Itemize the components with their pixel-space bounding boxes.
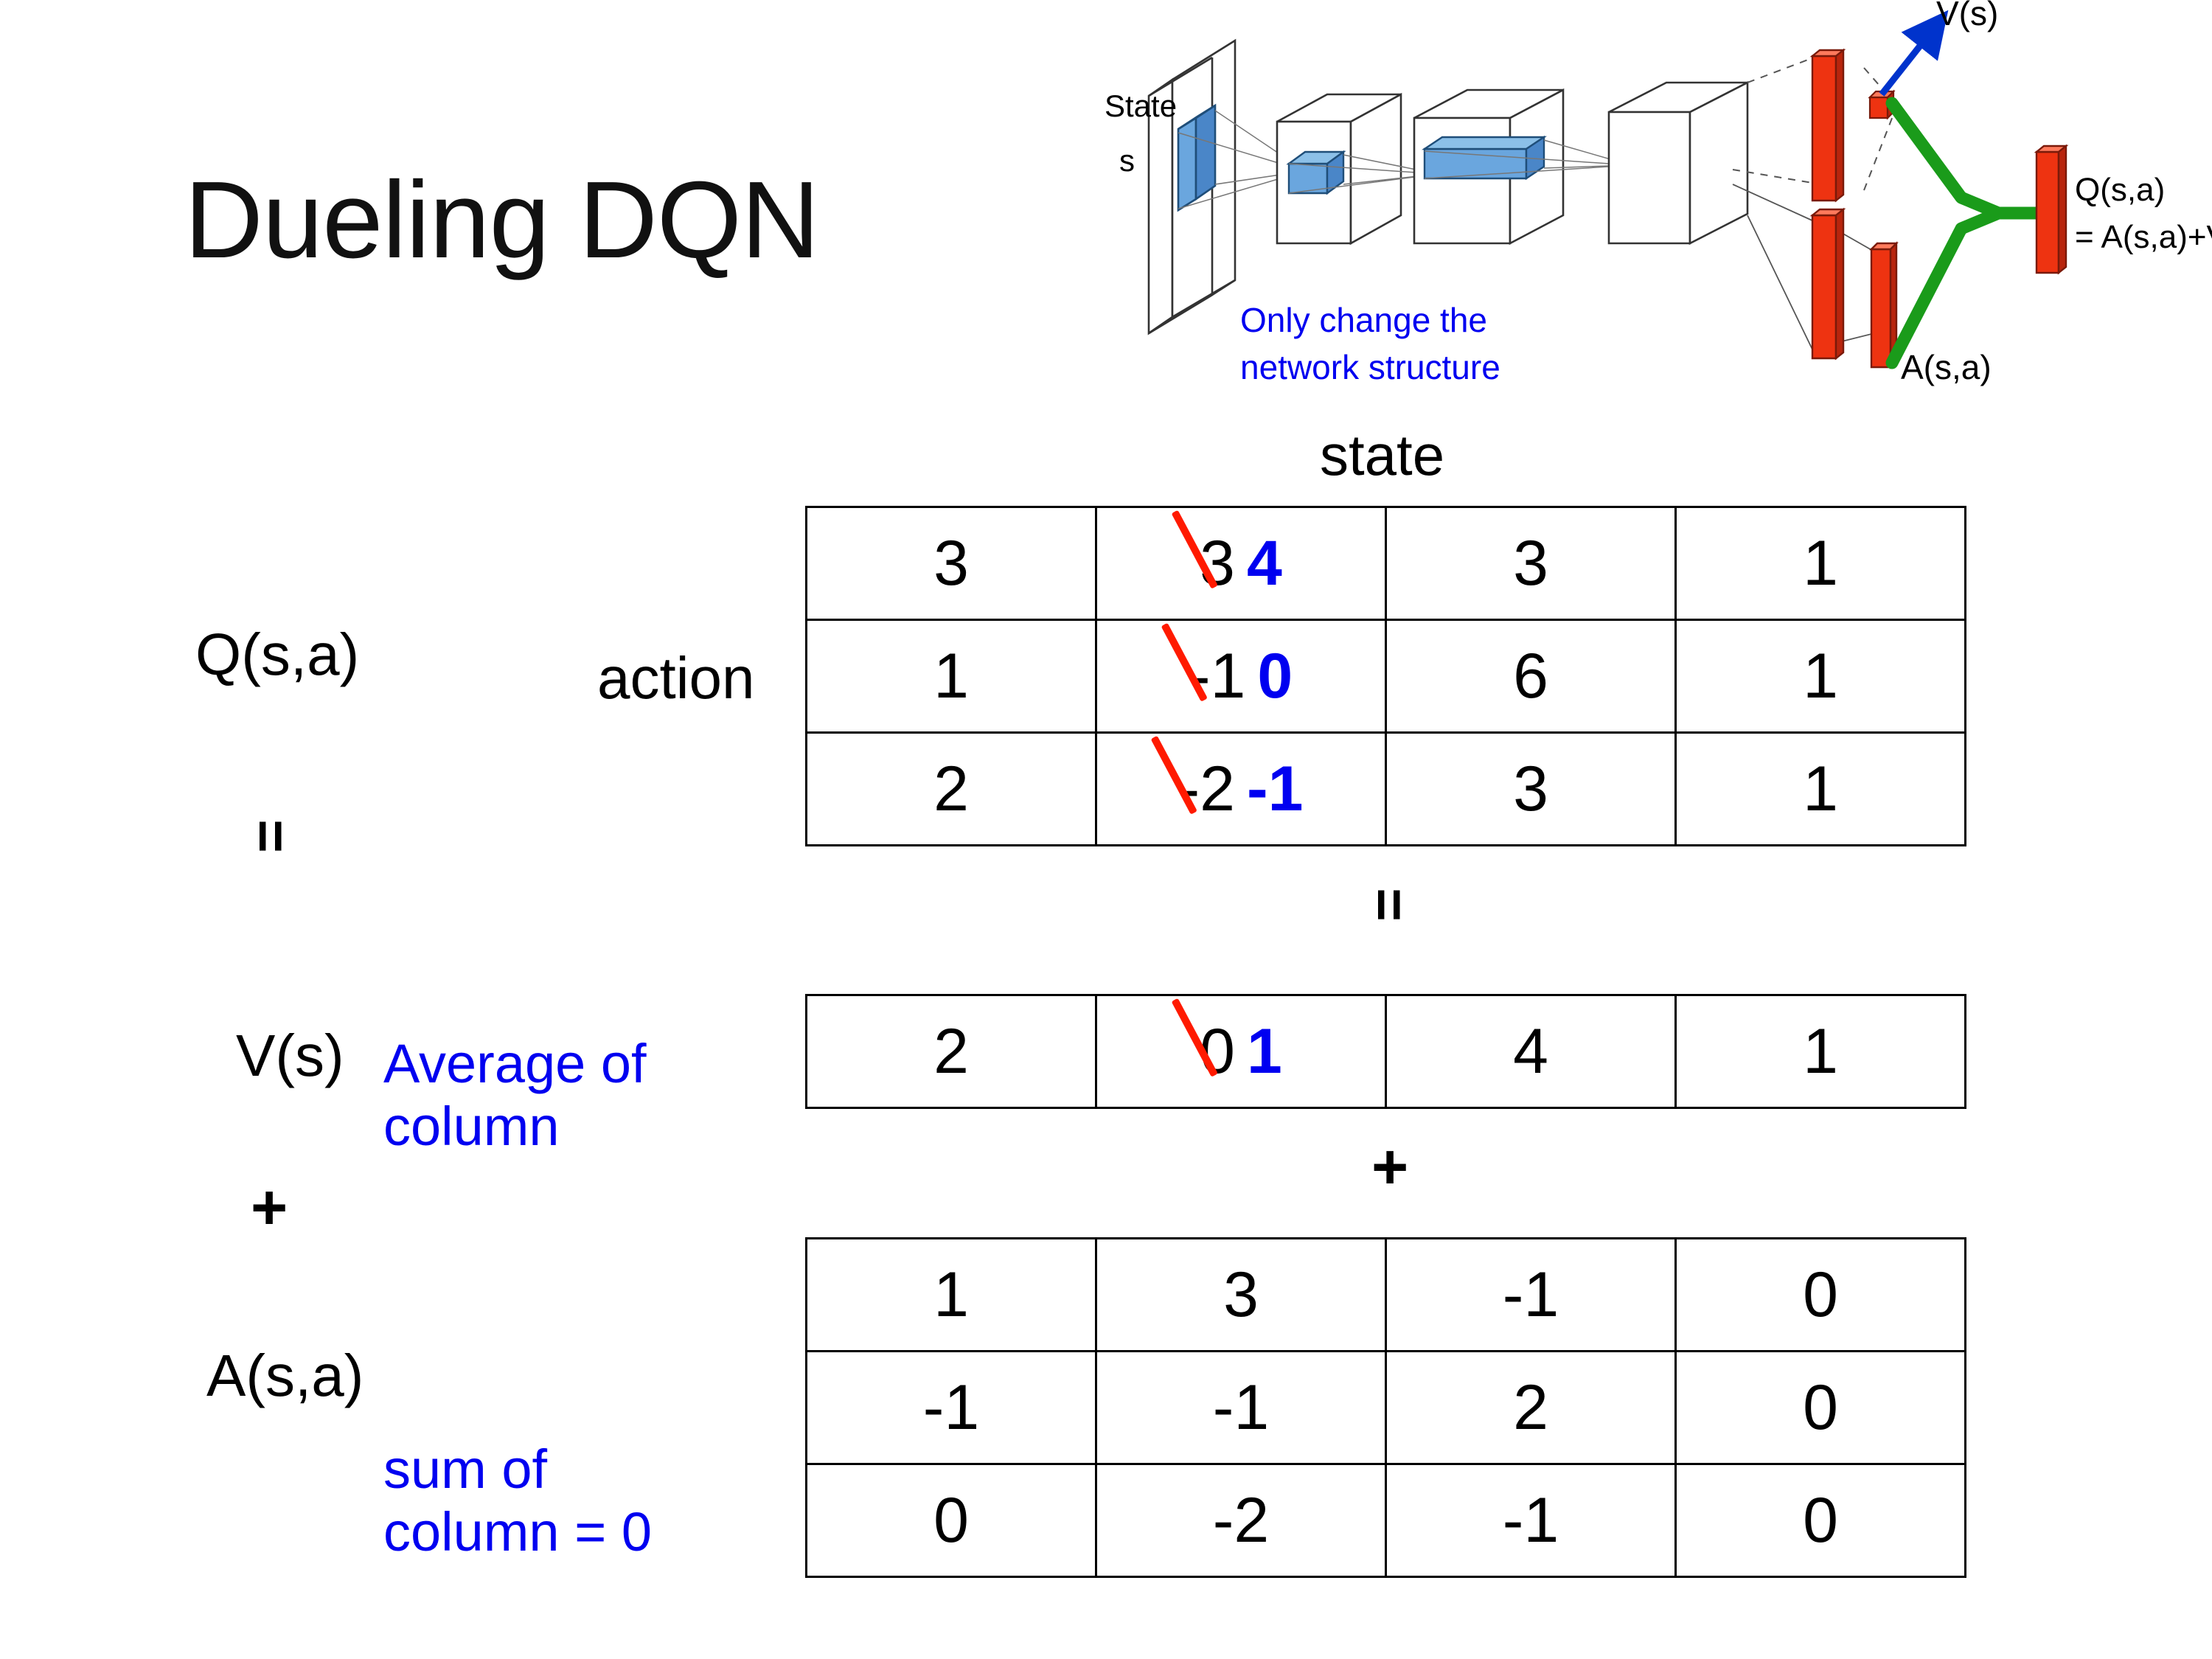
v-cell-c3: 1 [1674,994,1966,1109]
q-cell-r1c0: 1 [805,619,1097,734]
a-cell-r2c2: -1 [1385,1463,1677,1578]
q-cell-r2c1: -2 -1 [1095,731,1387,846]
a-cell-r1c0: -1 [805,1350,1097,1465]
page-title: Dueling DQN [184,159,820,281]
dueling-network-diagram: State s Only change the network structur… [1084,0,2212,413]
q-cell-r1c1-new: 0 [1257,640,1293,712]
table-row: 0 -2 -1 0 [805,1463,1966,1578]
v-cell-c1: 0 1 [1095,994,1387,1109]
table-row: -1 -1 2 0 [805,1350,1966,1465]
table-row: 1 -1 0 6 1 [805,619,1966,734]
q-cell-r0c0: 3 [805,506,1097,621]
a-cell-r0c1: 3 [1095,1237,1387,1352]
state-axis-label: state [1320,422,1445,487]
plus-sign-middle: + [1371,1132,1409,1203]
a-cell-r0c0: 1 [805,1237,1097,1352]
v-cell-c0: 2 [805,994,1097,1109]
a-cell-r2c1: -2 [1095,1463,1387,1578]
annotation-sum-of-column: sum of column = 0 [383,1438,652,1563]
v-cell-c1-old: 0 [1200,1015,1235,1087]
q-cell-r1c1-old: -1 [1189,640,1246,712]
a-function-label: A(s,a) [206,1343,364,1408]
q-cell-r2c1-old: -2 [1178,753,1235,824]
diagram-output-label-line2: = A(s,a)+V(s) [2075,219,2212,255]
table-row: 2 0 1 4 1 [805,994,1966,1109]
q-cell-r0c1-new: 4 [1247,527,1282,599]
table-row: 3 3 4 3 1 [805,506,1966,621]
q-cell-r0c1-old: 3 [1200,527,1235,599]
q-cell-r0c3: 1 [1674,506,1966,621]
annotation-average-line1: Average of [383,1033,647,1094]
q-function-label: Q(s,a) [195,622,360,687]
q-cell-r0c1: 3 4 [1095,506,1387,621]
v-cell-c1-new: 1 [1247,1015,1282,1087]
a-cell-r0c2: -1 [1385,1237,1677,1352]
q-cell-r1c2: 6 [1385,619,1677,734]
diagram-note-line1: Only change the [1240,301,1487,339]
annotation-sum-line1: sum of [383,1439,548,1500]
table-row: 1 3 -1 0 [805,1237,1966,1352]
diagram-note-line2: network structure [1240,348,1500,386]
q-cell-r2c2: 3 [1385,731,1677,846]
action-axis-label: action [597,645,755,711]
v-value-table: 2 0 1 4 1 [805,994,1966,1109]
annotation-sum-line2: column = 0 [383,1501,653,1563]
q-cell-r0c2: 3 [1385,506,1677,621]
plus-sign-left: + [251,1172,288,1243]
a-cell-r0c3: 0 [1674,1237,1966,1352]
a-cell-r2c3: 0 [1674,1463,1966,1578]
advantage-value-table: 1 3 -1 0 -1 -1 2 0 0 -2 -1 0 [805,1237,1966,1578]
diagram-value-label: V(s) [1936,0,1998,32]
q-cell-r1c3: 1 [1674,619,1966,734]
a-cell-r1c2: 2 [1385,1350,1677,1465]
a-cell-r1c1: -1 [1095,1350,1387,1465]
diagram-state-label-line2: s [1119,143,1135,178]
table-row: 2 -2 -1 3 1 [805,731,1966,846]
q-cell-r2c3: 1 [1674,731,1966,846]
v-cell-c2: 4 [1385,994,1677,1109]
diagram-state-label-line1: State [1105,88,1177,123]
diagram-advantage-label: A(s,a) [1901,348,1992,386]
q-cell-r2c1-new: -1 [1247,753,1304,824]
q-value-table: 3 3 4 3 1 1 -1 0 6 1 2 -2 -1 3 1 [805,506,1966,846]
equals-sign-middle: = [1357,888,1422,922]
annotation-average-line2: column [383,1096,560,1158]
annotation-average-of-column: Average of column [383,1032,647,1158]
equals-sign-left: = [238,819,304,853]
diagram-output-label-line1: Q(s,a) [2075,172,2165,208]
a-cell-r2c0: 0 [805,1463,1097,1578]
q-cell-r2c0: 2 [805,731,1097,846]
q-cell-r1c1: -1 0 [1095,619,1387,734]
a-cell-r1c3: 0 [1674,1350,1966,1465]
v-function-label: V(s) [236,1023,344,1088]
